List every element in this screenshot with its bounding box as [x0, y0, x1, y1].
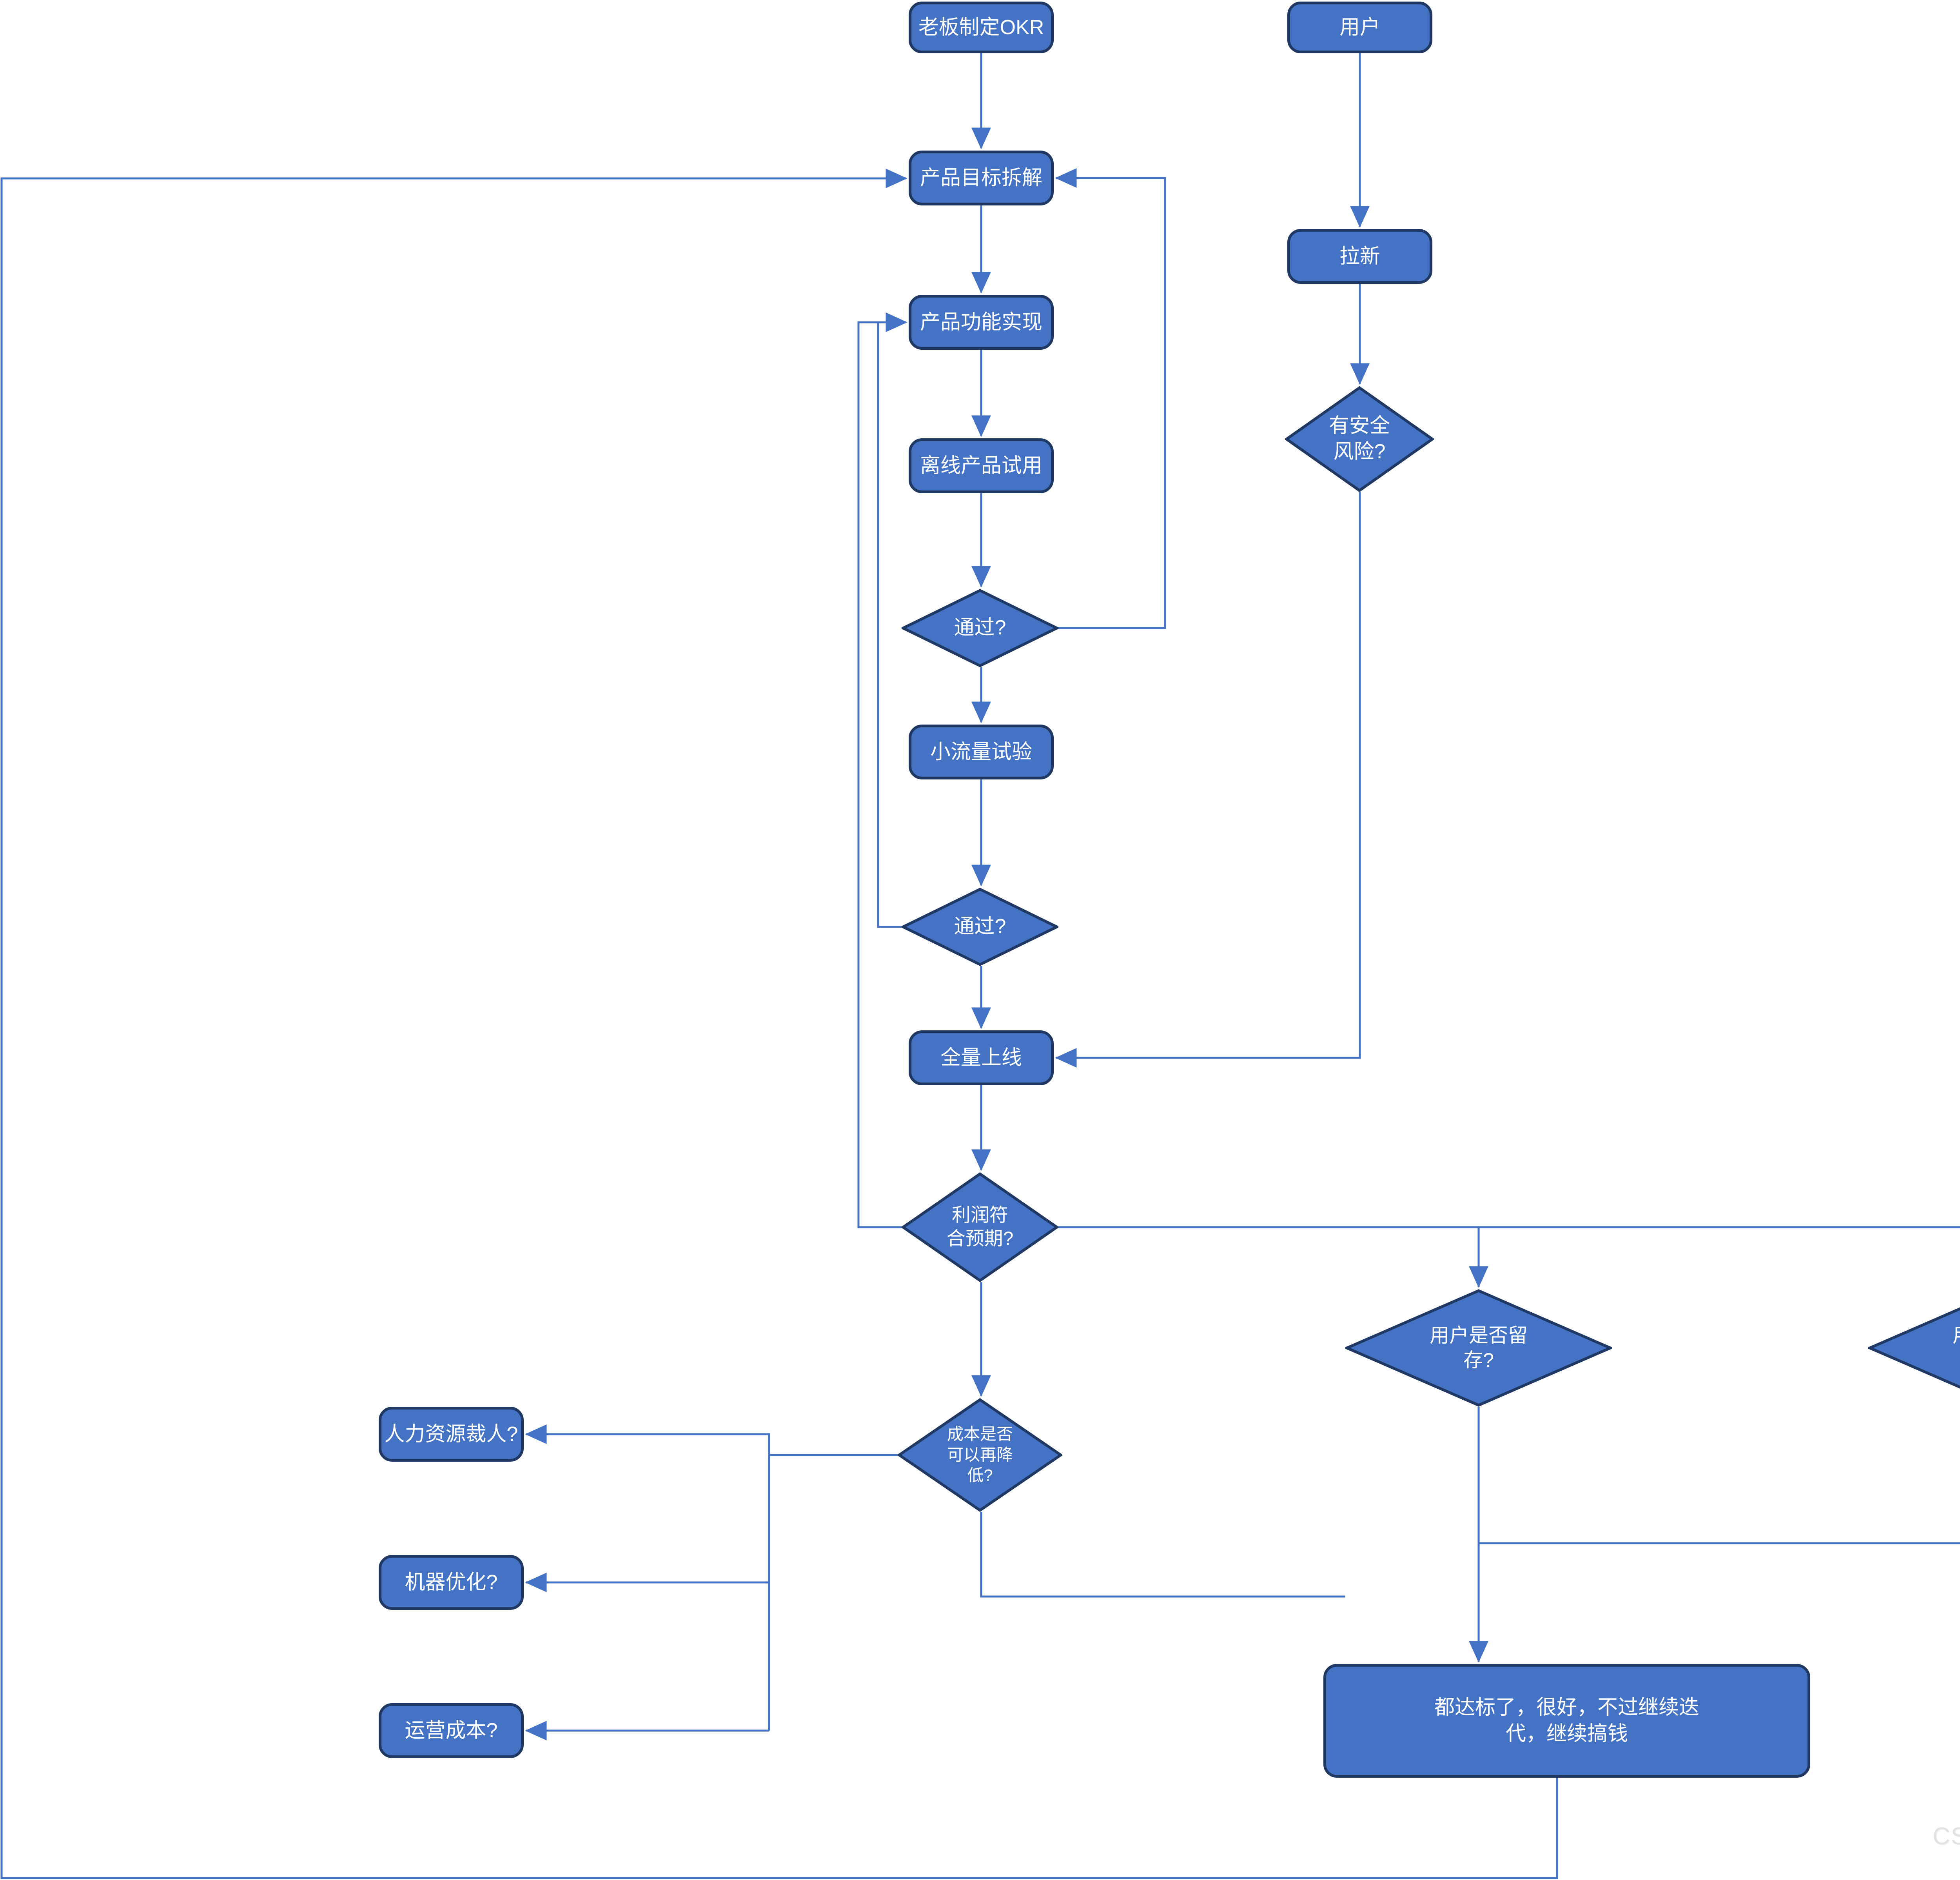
node-label-opcost: 运营成本? [405, 1719, 498, 1742]
node-hr[interactable]: 人力资源裁人? [379, 1407, 524, 1462]
edge-pass1-to-split [1055, 168, 1166, 629]
node-consume[interactable]: 用户是否消 费? [1868, 1289, 1960, 1407]
edge-cost-to-hr [525, 1424, 898, 1456]
diamond-shape-pass1 [902, 589, 1058, 667]
edge-profit-to-retain [1058, 1226, 1488, 1288]
node-smalltest[interactable]: 小流量试验 [909, 725, 1054, 779]
node-impl[interactable]: 产品功能实现 [909, 295, 1054, 350]
node-label-laxin: 拉新 [1339, 245, 1380, 268]
node-user[interactable]: 用户 [1287, 2, 1432, 53]
diamond-shape-risk [1285, 386, 1434, 492]
node-label-hr: 人力资源裁人? [384, 1422, 518, 1446]
node-label-user: 用户 [1339, 16, 1380, 39]
node-machine[interactable]: 机器优化? [379, 1555, 524, 1610]
node-fulllaunch[interactable]: 全量上线 [909, 1030, 1054, 1085]
node-label-done: 都达标了，很好，不过继续迭 代，继续搞钱 [1434, 1696, 1699, 1745]
node-opcost[interactable]: 运营成本? [379, 1703, 524, 1758]
node-label-machine: 机器优化? [405, 1571, 498, 1594]
node-label-split: 产品目标拆解 [920, 166, 1042, 189]
node-risk[interactable]: 有安全 风险? [1285, 386, 1434, 492]
node-label-okr: 老板制定OKR [918, 16, 1044, 39]
edge-profit-to-consume [1058, 1226, 1960, 1228]
node-okr[interactable]: 老板制定OKR [909, 2, 1054, 53]
node-laxin[interactable]: 拉新 [1287, 229, 1432, 284]
node-cost[interactable]: 成本是否 可以再降 低? [898, 1398, 1062, 1512]
node-retain[interactable]: 用户是否留 存? [1345, 1289, 1612, 1407]
csdn-watermark: CSDN @FesianXu [1933, 1823, 1960, 1850]
node-label-offline: 离线产品试用 [920, 454, 1042, 477]
node-pass2[interactable]: 通过? [902, 888, 1058, 966]
node-split[interactable]: 产品目标拆解 [909, 151, 1054, 205]
diamond-shape-pass2 [902, 888, 1058, 966]
node-label-impl: 产品功能实现 [920, 311, 1042, 334]
node-profit[interactable]: 利润符 合预期? [902, 1172, 1058, 1282]
diamond-shape-consume [1868, 1307, 1960, 1389]
diamond-shape-profit [902, 1172, 1058, 1282]
edge-profit-to-impl [857, 312, 907, 1228]
edge-cost-to-retain [980, 1512, 1345, 1598]
edge-risk-to-fulllaunch [1055, 492, 1361, 1068]
diamond-shape-cost [898, 1398, 1062, 1512]
edge-consume-to-done [1479, 1542, 1960, 1544]
node-label-fulllaunch: 全量上线 [940, 1046, 1022, 1069]
node-offline[interactable]: 离线产品试用 [909, 438, 1054, 493]
node-label-smalltest: 小流量试验 [930, 740, 1032, 763]
node-pass1[interactable]: 通过? [902, 589, 1058, 667]
diamond-shape-retain [1345, 1289, 1612, 1407]
node-done[interactable]: 都达标了，很好，不过继续迭 代，继续搞钱 [1323, 1664, 1810, 1778]
